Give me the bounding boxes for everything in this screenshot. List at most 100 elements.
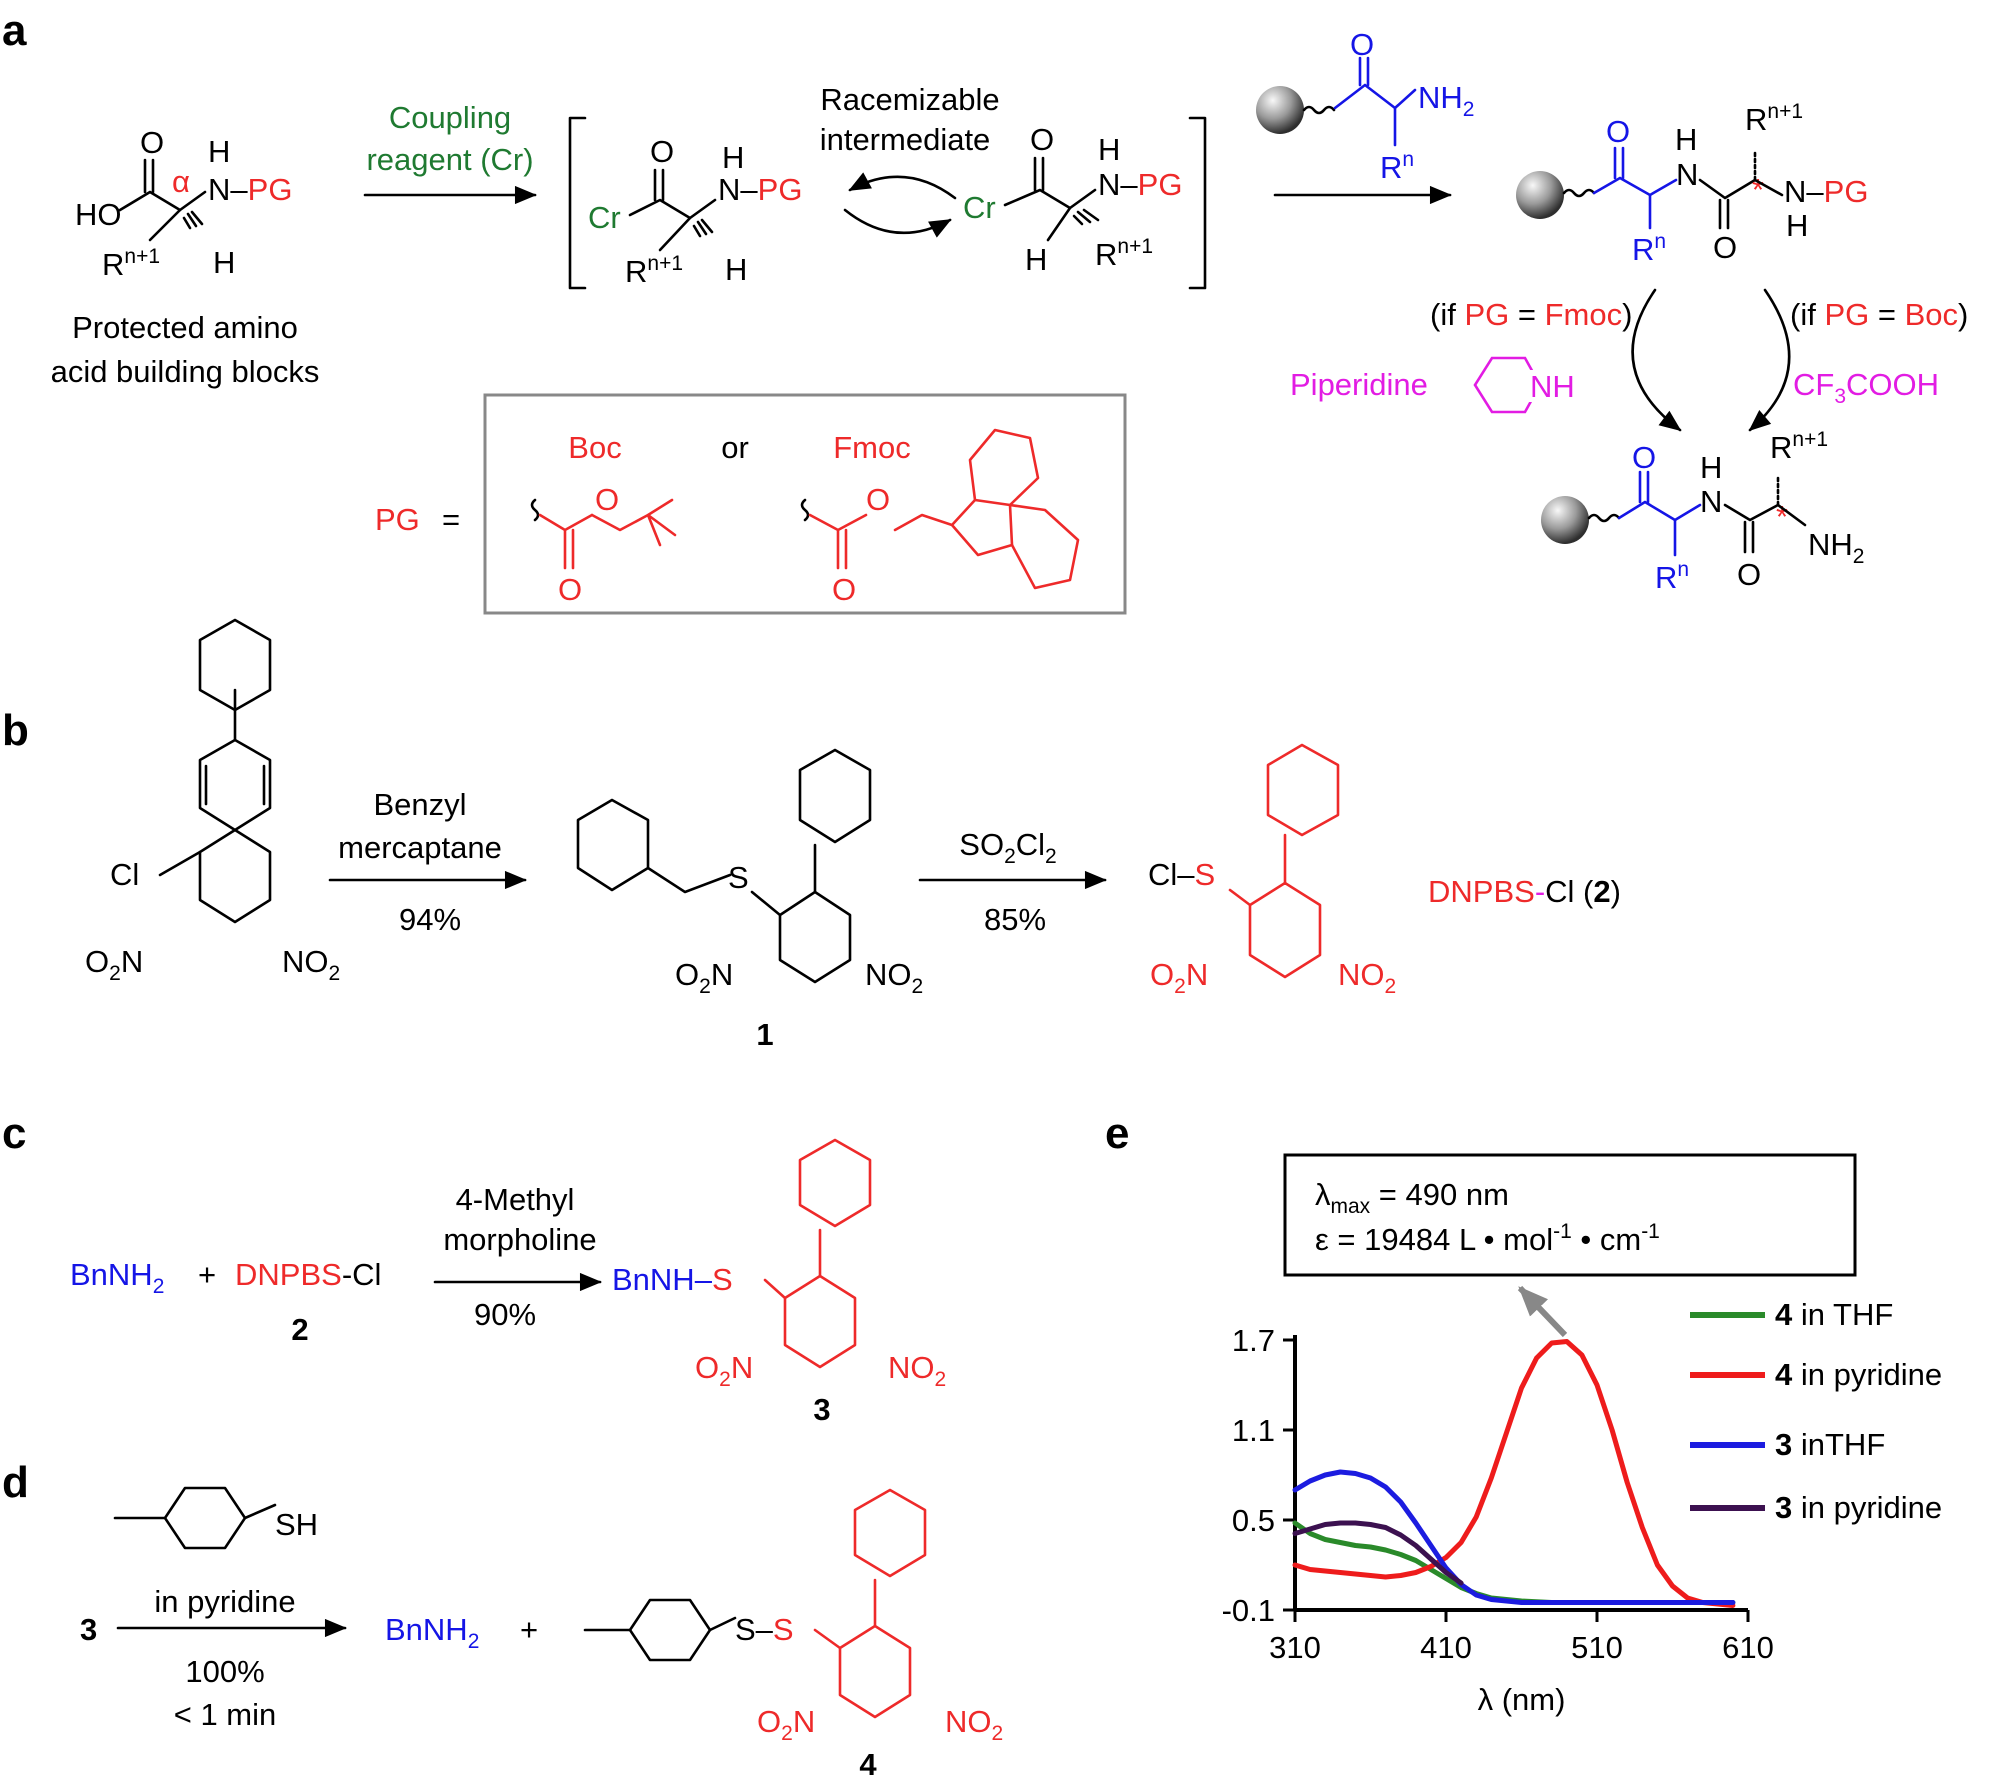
- bnnh2-product: BnNH2: [385, 1612, 479, 1653]
- series-line-3: [1292, 1520, 1464, 1586]
- piperidine-label: Piperidine: [1290, 367, 1428, 402]
- plus-sign-d: +: [520, 1612, 538, 1647]
- y-tick-label: 0.5: [1232, 1503, 1275, 1538]
- fmoc-label: Fmoc: [833, 430, 911, 465]
- svg-text:Rn+1: Rn+1: [625, 252, 683, 289]
- chloro-dinitro-biphenyl: Cl O2N NO2: [85, 618, 340, 985]
- svg-text:Rn+1: Rn+1: [1745, 100, 1803, 137]
- svg-text:NO2: NO2: [1338, 957, 1396, 998]
- bnnh2-label: BnNH2: [70, 1257, 164, 1298]
- svg-text:H: H: [1675, 122, 1697, 157]
- svg-text:O: O: [1606, 114, 1630, 149]
- resin-amino-acid-structure: O NH2 Rn: [1256, 27, 1474, 185]
- series-line-1: [1292, 1339, 1736, 1608]
- fmoc-deprotection-arrow: [1631, 288, 1682, 432]
- yield-90: 90%: [474, 1297, 536, 1332]
- svg-text:O2N: O2N: [85, 944, 143, 985]
- nmm-label-2: morpholine: [443, 1222, 596, 1257]
- svg-text:NO2: NO2: [282, 944, 340, 985]
- svg-text:*: *: [1776, 499, 1788, 534]
- svg-text:O: O: [1350, 27, 1374, 62]
- annotation-box: [1283, 1153, 1857, 1277]
- resin-bead-icon: [1541, 496, 1589, 544]
- svg-text:S: S: [728, 860, 749, 895]
- x-tick-label: 310: [1269, 1630, 1321, 1665]
- plus-sign: +: [198, 1257, 216, 1292]
- nmm-label-1: 4-Methyl: [456, 1182, 575, 1217]
- compound-3-reactant: 3: [80, 1612, 97, 1647]
- x-tick-label: 510: [1571, 1630, 1623, 1665]
- racemizable-label-2: intermediate: [820, 122, 991, 157]
- alpha-label: α: [172, 164, 190, 199]
- series-line-0: [1292, 1520, 1736, 1605]
- legend-label: 4 in pyridine: [1775, 1357, 1942, 1392]
- atom-h-lower: H: [213, 245, 235, 280]
- thiocresol-structure: SH: [113, 1486, 318, 1550]
- so2cl2-label: SO2Cl2: [959, 827, 1056, 868]
- svg-text:O: O: [866, 482, 890, 517]
- panel-label-b: b: [2, 706, 29, 755]
- svg-text:BnNH–S: BnNH–S: [612, 1262, 733, 1297]
- if-fmoc-condition: (if PG = Fmoc): [1430, 297, 1632, 332]
- compound-2-label: 2: [291, 1312, 308, 1347]
- intermediate-1-structure: O Cr H N–PG Rn+1 H: [588, 134, 802, 289]
- dnpbs-cl-reactant: DNPBS-Cl: [235, 1257, 381, 1292]
- compound-3-structure: BnNH–S O2N NO2: [612, 1138, 946, 1391]
- x-tick-label: 410: [1420, 1630, 1472, 1665]
- legend-label: 3 inTHF: [1775, 1427, 1885, 1462]
- r-group: Rn+1: [102, 245, 160, 282]
- pg-box: [483, 393, 1127, 615]
- svg-text:Rn: Rn: [1655, 558, 1689, 595]
- compound-3-label: 3: [813, 1392, 830, 1427]
- n-pg-group: N–PG: [208, 172, 292, 207]
- equilibrium-arrow-right: [843, 208, 952, 238]
- y-tick-label: 1.1: [1232, 1413, 1275, 1448]
- dnpbs-cl-structure: Cl–S O2N NO2: [1148, 743, 1396, 998]
- lambda-max-annotation: λmax = 490 nm: [1315, 1177, 1509, 1218]
- panel-label-e: e: [1105, 1109, 1129, 1158]
- panel-label-d: d: [2, 1458, 29, 1507]
- svg-text:O2N: O2N: [695, 1350, 753, 1391]
- left-bracket: [568, 116, 587, 290]
- dnpbs-cl-label: DNPBS-Cl (2): [1428, 874, 1621, 909]
- coupling-reagent-label-2: reagent (Cr): [366, 142, 533, 177]
- if-boc-condition: (if PG = Boc): [1790, 297, 1968, 332]
- svg-text:NO2: NO2: [865, 957, 923, 998]
- svg-text:Rn: Rn: [1380, 148, 1414, 185]
- atom-o: O: [140, 125, 164, 160]
- panel-b: Cl O2N NO2 Benzyl mercaptane 94% S O2N N…: [85, 618, 1621, 1052]
- svg-text:NH: NH: [1530, 369, 1575, 404]
- annotation-arrow: [1517, 1285, 1568, 1338]
- compound-1-label: 1: [756, 1017, 773, 1052]
- svg-text:O2N: O2N: [675, 957, 733, 998]
- legend-label: 4 in THF: [1775, 1297, 1893, 1332]
- y-tick-label: 1.7: [1232, 1323, 1275, 1358]
- svg-text:NH2: NH2: [1418, 80, 1474, 121]
- tfa-label: CF3COOH: [1793, 367, 1939, 408]
- svg-text:H: H: [725, 252, 747, 287]
- svg-text:Rn: Rn: [1632, 230, 1666, 267]
- svg-text:N–PG: N–PG: [1784, 174, 1868, 209]
- pg-equals-label: PG: [375, 502, 420, 537]
- svg-text:Rn+1: Rn+1: [1095, 235, 1153, 272]
- equilibrium-arrow-left: [848, 172, 957, 200]
- or-label: or: [721, 430, 749, 465]
- building-block-caption-1: Protected amino: [72, 310, 298, 345]
- svg-text:O: O: [558, 572, 582, 607]
- svg-text:H: H: [722, 140, 744, 175]
- svg-text:NO2: NO2: [888, 1350, 946, 1391]
- atom-ho: HO: [75, 197, 122, 232]
- svg-text:N: N: [1676, 157, 1698, 192]
- panel-e-chart: λmax = 490 nm ε = 19484 L • mol-1 • cm-1…: [1222, 1153, 1942, 1717]
- svg-text:H: H: [1786, 208, 1808, 243]
- svg-text:N–PG: N–PG: [1098, 167, 1182, 202]
- svg-text:O: O: [1632, 440, 1656, 475]
- svg-text:Cl–S: Cl–S: [1148, 857, 1215, 892]
- protected-amino-acid-structure: O HO α H N–PG Rn+1 H: [75, 125, 292, 282]
- svg-text:O: O: [650, 134, 674, 169]
- svg-text:O2N: O2N: [1150, 957, 1208, 998]
- panel-d: SH in pyridine 3 100% < 1 min BnNH2 + S–…: [80, 1486, 1003, 1782]
